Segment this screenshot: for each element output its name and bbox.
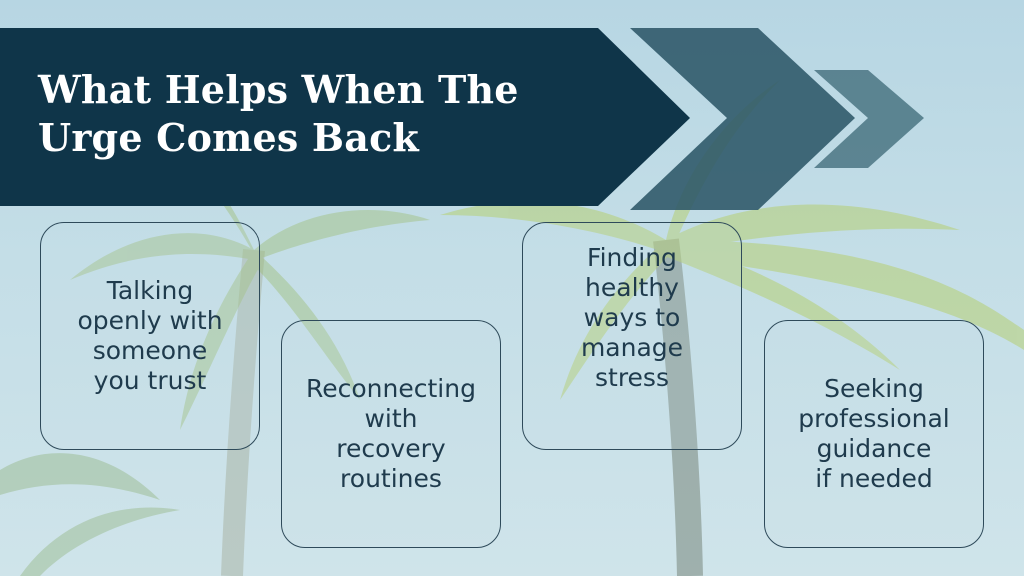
tip-line: someone bbox=[92, 336, 208, 365]
tip-line: professional bbox=[798, 404, 950, 433]
tip-line: you trust bbox=[93, 366, 207, 395]
tip-line: if needed bbox=[815, 464, 933, 493]
title-banner bbox=[0, 28, 924, 210]
title-line-1: What Helps When The bbox=[38, 67, 519, 112]
tip-line: manage bbox=[580, 333, 684, 362]
banner-shape bbox=[0, 28, 690, 206]
tip-line: Talking bbox=[106, 276, 194, 305]
tip-line: openly with bbox=[77, 306, 223, 335]
tip-card-finding: Finding healthy ways to manage stress bbox=[522, 222, 742, 450]
tip-line: healthy bbox=[585, 273, 679, 302]
page-title: What Helps When The Urge Comes Back bbox=[38, 66, 598, 162]
tip-card-seeking: Seeking professional guidance if needed bbox=[764, 320, 984, 548]
tip-line: Finding bbox=[587, 243, 677, 272]
tip-line: stress bbox=[595, 363, 669, 392]
tip-card-reconnecting: Reconnecting with recovery routines bbox=[281, 320, 501, 548]
tip-line: with bbox=[364, 404, 418, 433]
tip-line: Seeking bbox=[824, 374, 924, 403]
tip-line: recovery bbox=[336, 434, 446, 463]
title-line-2: Urge Comes Back bbox=[38, 115, 419, 160]
tip-line: Reconnecting bbox=[306, 374, 476, 403]
tip-card-talking: Talking openly with someone you trust bbox=[40, 222, 260, 450]
tip-line: routines bbox=[340, 464, 442, 493]
chevron-large-icon bbox=[630, 28, 855, 210]
tip-line: guidance bbox=[816, 434, 932, 463]
tip-line: ways to bbox=[583, 303, 681, 332]
chevron-small-icon bbox=[814, 70, 924, 168]
